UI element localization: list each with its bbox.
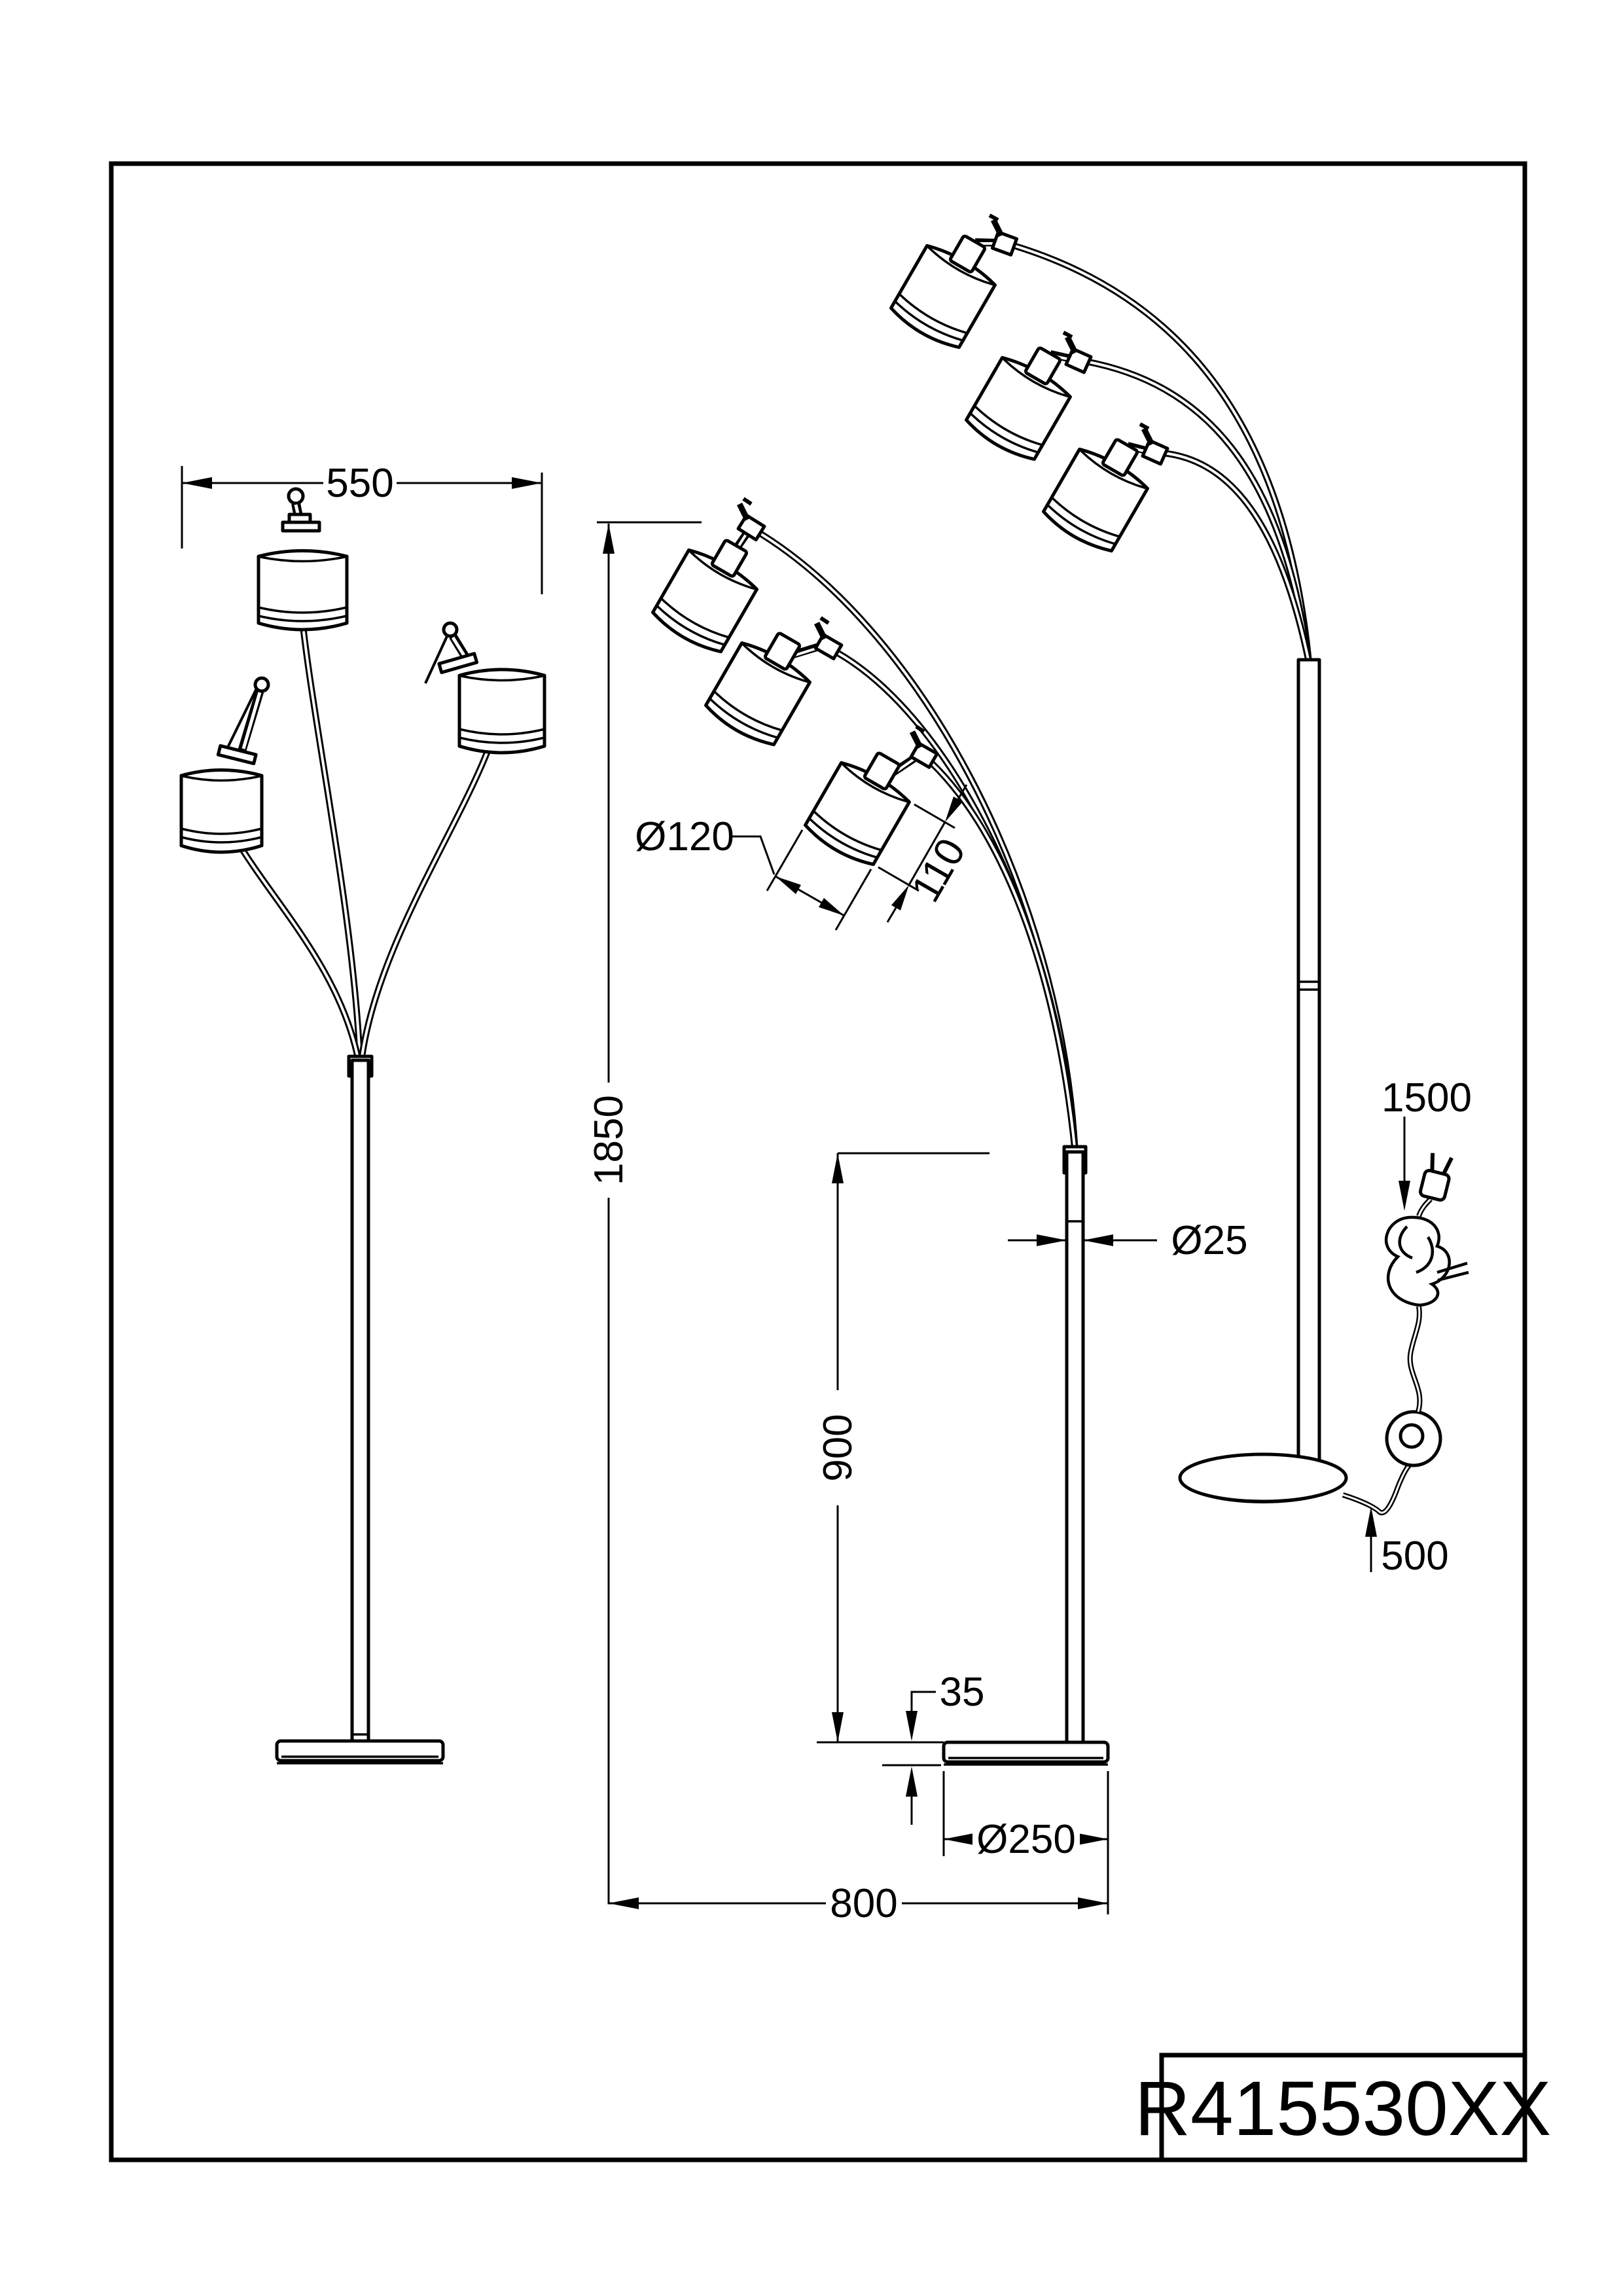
finial-ball	[253, 676, 270, 693]
dim-head-width: 550	[326, 461, 393, 506]
foot-switch	[1385, 1410, 1442, 1467]
front-view	[179, 487, 546, 1765]
dim-cable-length: 1500	[1382, 1075, 1472, 1121]
finial-ball	[287, 487, 305, 505]
finial-ball	[442, 621, 459, 638]
shade-drum	[802, 739, 923, 870]
pole	[350, 1058, 370, 1744]
dim-stem-height: 900	[815, 1414, 861, 1481]
perspective-view	[888, 213, 1469, 1516]
pole	[1296, 658, 1321, 1463]
shade-drum	[1041, 425, 1162, 556]
shade-drum	[650, 526, 771, 657]
cable-coil	[1384, 1215, 1451, 1307]
dim-overall-height: 1850	[586, 1095, 632, 1185]
side-view	[650, 497, 1110, 1766]
dim-overall-depth: 800	[830, 1881, 897, 1926]
dimensions	[181, 466, 1410, 1914]
shade-drum	[963, 334, 1084, 465]
title-block	[1159, 2053, 1527, 2162]
dim-tube-diameter: Ø25	[1171, 1218, 1247, 1263]
dim-shade-height: 110	[903, 831, 974, 910]
plug	[1418, 1153, 1454, 1202]
dim-base-diameter: Ø250	[976, 1817, 1076, 1862]
shade-drum	[257, 549, 349, 632]
part-number: R415530XX	[1135, 2066, 1551, 2152]
dim-cable-ground-run: 500	[1381, 1534, 1448, 1579]
pole	[1065, 1150, 1085, 1744]
dim-shade-diameter: Ø120	[635, 814, 734, 859]
sheet-border	[109, 161, 1527, 2162]
dim-base-thickness: 35	[940, 1670, 985, 1715]
